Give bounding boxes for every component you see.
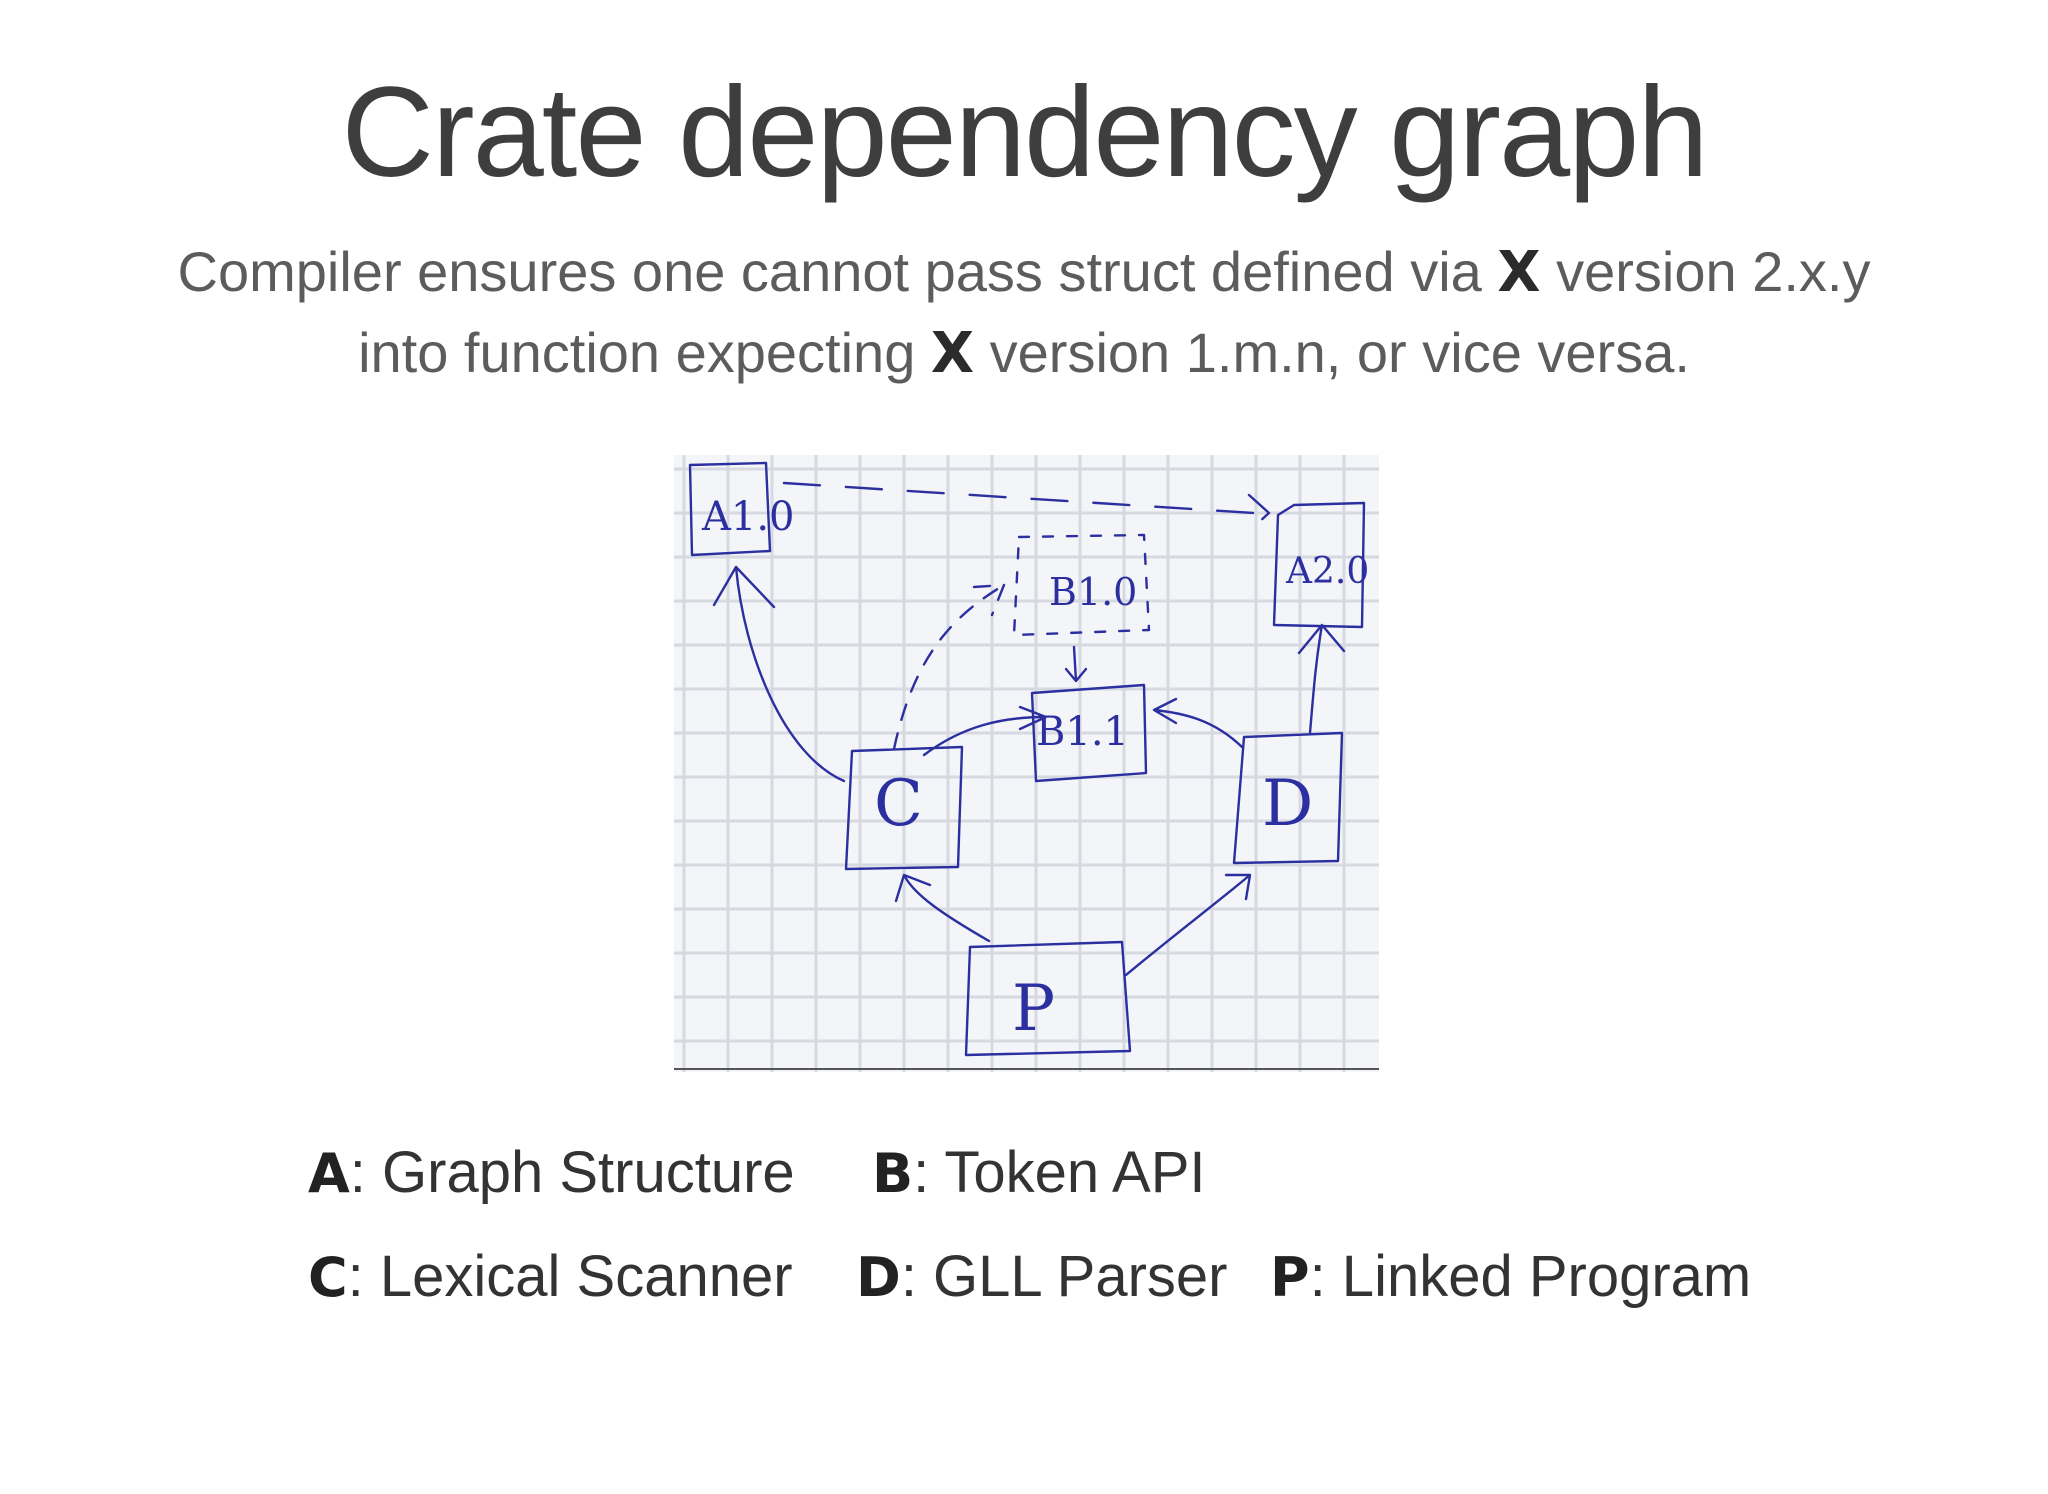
legend-label: : Linked Program xyxy=(1309,1244,1752,1309)
legend-label: : GLL Parser xyxy=(900,1244,1228,1309)
legend-item-b: B: Token API xyxy=(872,1138,1206,1209)
edge-p-to-d xyxy=(1124,873,1252,977)
legend-key: P xyxy=(1270,1246,1310,1309)
edge-c-to-a10 xyxy=(712,565,846,783)
legend-key: B xyxy=(872,1142,914,1205)
legend-item-d: D: GLL Parser xyxy=(856,1242,1227,1313)
subtitle-line-1: Compiler ensures one cannot pass struct … xyxy=(0,232,2048,313)
node-a10-box xyxy=(688,461,772,557)
edge-d-to-a20 xyxy=(1297,623,1346,735)
dependency-diagram: A1.0 A2.0 B1.0 B1.1 C D P xyxy=(674,455,1379,1072)
legend-label: : Token API xyxy=(913,1140,1206,1205)
legend-key: A xyxy=(308,1142,350,1205)
edge-d-to-b11 xyxy=(1152,697,1244,749)
edge-c-to-b10 xyxy=(892,583,1006,751)
node-p-label: P xyxy=(1012,972,1055,1046)
node-b11-label: B1.1 xyxy=(1036,709,1129,755)
subtitle-line-2: into function expecting X version 1.m.n,… xyxy=(0,313,2048,394)
subtitle-text: into function expecting xyxy=(358,321,931,384)
edge-c-to-b11 xyxy=(922,705,1048,757)
node-b10-box xyxy=(1012,533,1151,637)
node-b11-box xyxy=(1030,683,1148,783)
node-b10-label: B1.0 xyxy=(1049,570,1137,614)
edge-b10-to-b11 xyxy=(1064,645,1088,683)
node-a20-box xyxy=(1272,501,1366,629)
node-p-box xyxy=(964,940,1132,1057)
edge-a10-to-a20 xyxy=(782,481,1271,533)
hand-drawn-graph: A1.0 A2.0 B1.0 B1.1 C D P xyxy=(674,455,1379,1072)
legend-item-p: P: Linked Program xyxy=(1270,1242,1751,1313)
node-c-label: C xyxy=(874,767,923,841)
node-a20-label: A2.0 xyxy=(1285,551,1369,592)
crate-variable-x: X xyxy=(930,321,975,386)
subtitle-text: Compiler ensures one cannot pass struct … xyxy=(177,240,1498,303)
slide-subtitle: Compiler ensures one cannot pass struct … xyxy=(0,232,2048,394)
subtitle-text: version 1.m.n, or vice versa. xyxy=(974,321,1690,384)
node-d-box xyxy=(1232,731,1344,865)
legend-label: : Lexical Scanner xyxy=(347,1244,793,1309)
edge-p-to-c xyxy=(894,873,991,943)
slide-title: Crate dependency graph xyxy=(341,61,1709,204)
legend-item-c: C: Lexical Scanner xyxy=(308,1242,793,1313)
node-c-box xyxy=(844,745,964,871)
legend-label: : Graph Structure xyxy=(349,1140,795,1205)
crate-variable-x: X xyxy=(1497,240,1541,305)
subtitle-text: version 2.x.y xyxy=(1540,240,1871,303)
node-d-label: D xyxy=(1262,767,1313,841)
node-a10-label: A1.0 xyxy=(701,494,795,540)
legend-key: C xyxy=(308,1246,348,1309)
legend-key: D xyxy=(856,1246,901,1309)
legend-item-a: A: Graph Structure xyxy=(308,1138,795,1209)
